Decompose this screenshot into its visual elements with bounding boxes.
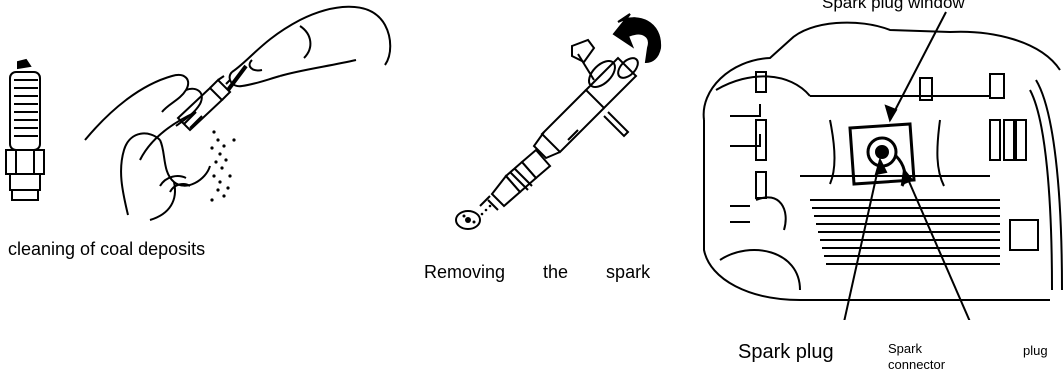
cleaning-illustration	[0, 0, 400, 232]
cleaning-caption: cleaning of coal deposits	[8, 239, 205, 260]
right-hand-drawing	[228, 7, 390, 90]
box-wrench-drawing	[534, 40, 641, 158]
deposit-particles	[210, 130, 235, 201]
spark-plug-label: Spark plug	[738, 341, 834, 364]
spark-plug-drawing	[6, 60, 44, 200]
left-hand-drawing	[85, 75, 210, 220]
removed-plug-drawing	[480, 150, 550, 210]
engine-illustration	[690, 0, 1064, 320]
removing-illustration	[418, 0, 708, 250]
plug-label: plug	[1023, 343, 1048, 358]
spark-connector-label: Spark connector	[888, 341, 948, 373]
held-plug-drawing	[178, 76, 230, 130]
rotate-arrow-icon	[614, 14, 660, 62]
spark-plug-window-label: Spark plug window	[822, 0, 965, 13]
removing-caption: Removing the spark	[424, 262, 650, 283]
